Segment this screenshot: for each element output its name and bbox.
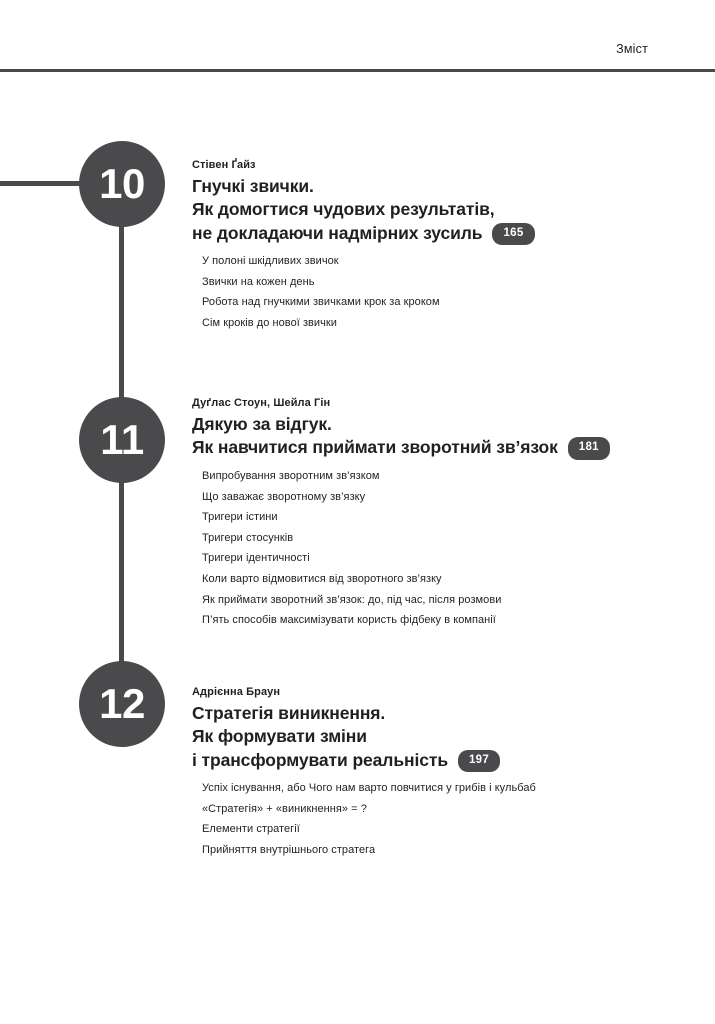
section-item[interactable]: Прийняття внутрішнього стратега — [202, 844, 376, 856]
chapter-content: Дуґлас Стоун, Шейла Гін Дякую за відгук.… — [192, 397, 692, 631]
section-list: Випробування зворотним зв’язком Що заваж… — [192, 466, 692, 631]
section-item[interactable]: Робота над гнучкими звичками крок за кро… — [202, 296, 440, 309]
page-number-badge[interactable]: 197 — [457, 749, 501, 773]
page-number-badge[interactable]: 165 — [492, 222, 535, 246]
page-number-badge[interactable]: 181 — [567, 437, 610, 460]
section-item[interactable]: «Стратегія» + «виникнення» = ? — [202, 802, 367, 815]
chapter-author: Дуґлас Стоун, Шейла Гін — [192, 397, 331, 409]
chapter-content: Адрієнна Браун Стратегія виникнення. Як … — [192, 686, 692, 861]
chapter-title-line-text: і трансформувати реальність — [192, 749, 448, 770]
section-item[interactable]: Як приймати зворотний зв’язок: до, під ч… — [202, 593, 502, 606]
chapter-title-line: Стратегія виникнення. — [192, 703, 386, 724]
section-item[interactable]: Коли варто відмовитися від зворотного зв… — [202, 572, 442, 585]
section-list: Успіх існування, або Чого нам варто повч… — [192, 778, 692, 860]
section-item[interactable]: Успіх існування, або Чого нам варто повч… — [202, 782, 536, 795]
chapter-title[interactable]: Гнучкі звички. Як домогтися чудових резу… — [192, 175, 692, 246]
chapter-title-line-text: Як навчитися приймати зворотний зв’язок — [192, 437, 558, 458]
chapter-title-line-text: не докладаючи надмірних зусиль — [192, 222, 483, 243]
chapter-content: Стівен Ґайз Гнучкі звички. Як домогтися … — [192, 159, 692, 334]
chapter-title-line: Дякую за відгук. — [192, 414, 332, 435]
chapter-title-line-with-page: і трансформувати реальність 197 — [192, 749, 692, 773]
section-item[interactable]: У полоні шкідливих звичок — [202, 255, 339, 268]
chapter-title-line-with-page: не докладаючи надмірних зусиль 165 — [192, 222, 692, 246]
section-list: У полоні шкідливих звичок Звички на коже… — [192, 251, 692, 333]
chapter-number-badge: 11 — [79, 397, 165, 483]
chapter-number-badge: 10 — [79, 141, 165, 227]
running-head-title: Зміст — [616, 42, 648, 56]
chapter-title[interactable]: Дякую за відгук. Як навчитися приймати з… — [192, 413, 692, 460]
page-header: Зміст — [0, 0, 715, 72]
chapter-title-line-with-page: Як навчитися приймати зворотний зв’язок 1… — [192, 436, 692, 460]
chapter-author: Адрієнна Браун — [192, 686, 281, 698]
chapter-title-line: Як формувати зміни — [192, 726, 367, 747]
header-divider-rule — [0, 69, 715, 72]
section-item[interactable]: П’ять способів максимізувати користь фід… — [202, 614, 496, 627]
chapter-title-line: Гнучкі звички. — [192, 176, 314, 197]
section-item[interactable]: Що заважає зворотному зв’язку — [202, 490, 366, 503]
section-item[interactable]: Сім кроків до нової звички — [202, 317, 337, 329]
chapter-number-badge: 12 — [79, 661, 165, 747]
section-item[interactable]: Тригери ідентичності — [202, 552, 310, 565]
chapter-title[interactable]: Стратегія виникнення. Як формувати зміни… — [192, 702, 692, 773]
chapter-author: Стівен Ґайз — [192, 159, 256, 171]
chapter-title-line: Як домогтися чудових результатів, — [192, 199, 495, 220]
section-item[interactable]: Звички на кожен день — [202, 275, 315, 288]
section-item[interactable]: Тригери істини — [202, 511, 278, 524]
section-item[interactable]: Елементи стратегії — [202, 823, 300, 836]
section-item[interactable]: Випробування зворотним зв’язком — [202, 469, 380, 482]
section-item[interactable]: Тригери стосунків — [202, 531, 294, 544]
